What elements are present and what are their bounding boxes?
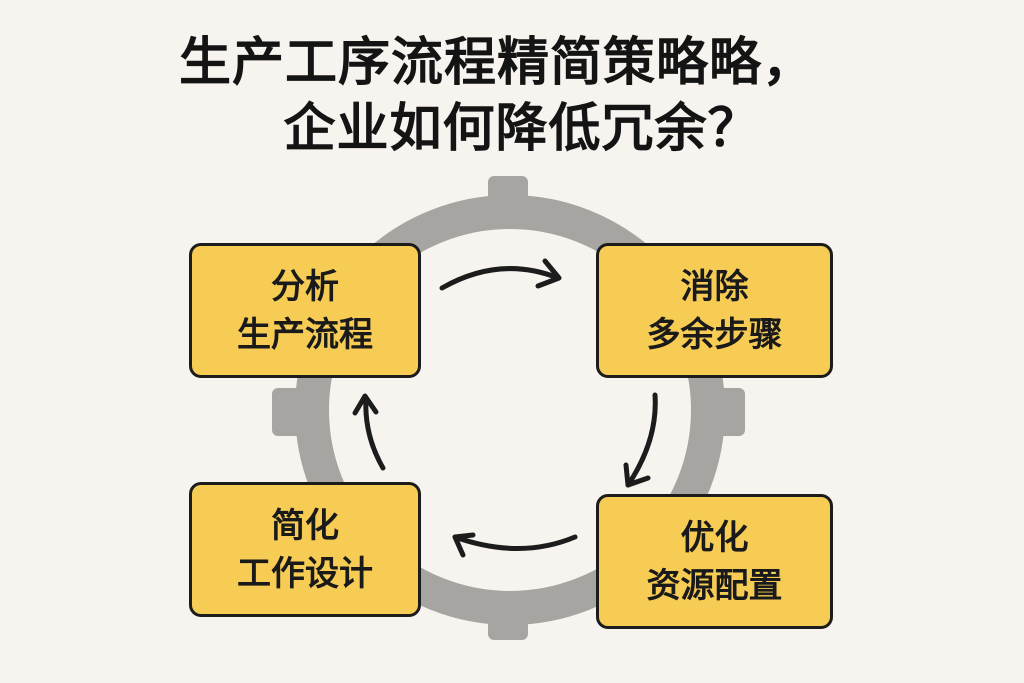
step-label: 优化 (680, 517, 749, 558)
step-analyze-process: 分析 生产流程 (189, 243, 421, 378)
step-label: 多余步骤 (646, 314, 783, 355)
step-label: 资源配置 (646, 565, 783, 606)
step-label: 生产流程 (237, 314, 373, 355)
cycle-arrow-icon (352, 258, 658, 558)
title-line-1: 生产工序流程精简策略略， (178, 33, 815, 93)
step-optimize-resources: 优化 资源配置 (596, 494, 833, 629)
step-simplify-design: 简化 工作设计 (189, 482, 421, 617)
step-label: 分析 (271, 266, 339, 307)
title-line-2: 企业如何降低冗余？ (283, 99, 761, 159)
step-label: 简化 (271, 505, 339, 546)
step-eliminate-steps: 消除 多余步骤 (596, 243, 833, 378)
step-label: 消除 (680, 266, 749, 307)
page-title: 生产工序流程精简策略略， 企业如何降低冗余？ (0, 30, 1024, 162)
step-label: 工作设计 (237, 553, 373, 594)
